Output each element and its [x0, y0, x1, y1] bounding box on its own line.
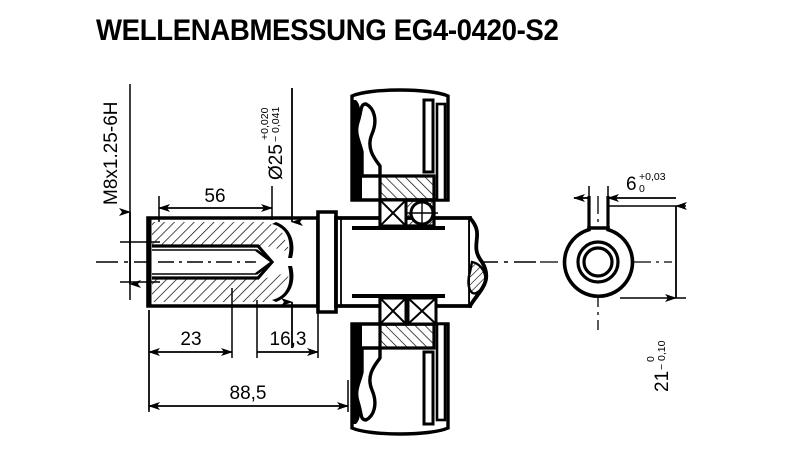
shaft-break-hatch — [467, 260, 487, 295]
bearing-outer-race-top — [378, 174, 436, 202]
dimension-88-5: 88,5 — [148, 310, 349, 412]
dimension-keyway-width-6-upper-tol: +0,03 — [639, 171, 666, 183]
drill-point — [255, 248, 275, 276]
dimension-21-lower-tol: − 0,10 — [656, 340, 668, 370]
dimension-16-3: 16,3 — [256, 300, 319, 358]
end-view-bore-inner — [582, 246, 614, 278]
bearing-cage-cross-top — [379, 199, 407, 227]
dimension-diameter-25: Ø25 +0,020 − 0,041 — [259, 88, 303, 348]
dimension-keyway-width-6: 6 +0,03 0 — [573, 171, 676, 230]
dimension-diameter-25-label: Ø25 — [266, 144, 287, 180]
bearing-cage-cross-bottom — [379, 297, 407, 325]
housing-outer-rim-top — [435, 102, 447, 202]
bearing-ball-cross-bottom — [407, 297, 437, 325]
housing-outer-rim-bottom — [435, 322, 447, 422]
dimension-diameter-25-upper-tol: +0,020 — [259, 107, 271, 140]
bearing-housing-assembly — [350, 88, 450, 436]
dimension-21-upper-tol: 0 — [645, 356, 657, 362]
seal-lip-top — [354, 102, 382, 178]
housing-wall-bottom — [352, 324, 362, 424]
dimension-diameter-25-lower-tol: − 0,041 — [270, 107, 282, 142]
shaft-journal-outline — [316, 210, 338, 314]
shaft-nose-blend-top — [272, 222, 294, 258]
dimension-thread-label: M8x1.25-6H — [101, 102, 122, 206]
dimension-16-3-label: 16,3 — [270, 329, 307, 350]
housing-rib-top — [422, 98, 435, 174]
dimension-21-label: 21 — [652, 371, 673, 392]
dimension-keyway-width-6-lower-tol: 0 — [639, 183, 645, 195]
bearing-outer-race-bottom — [378, 322, 436, 350]
shaft-body-outline — [334, 216, 472, 308]
housing-rib-bottom — [422, 350, 435, 426]
shaft-section-view — [96, 88, 540, 436]
housing-wall-top — [352, 100, 362, 200]
dimension-thread: M8x1.25-6H — [101, 84, 160, 300]
shaft-nose-blend-bottom — [272, 266, 294, 302]
dimension-88-5-label: 88,5 — [230, 383, 267, 404]
dimension-21: 21 0 − 0,10 — [608, 202, 687, 392]
seal-lip-bottom — [354, 346, 382, 422]
dimension-keyway-width-6-label: 6 — [626, 174, 637, 195]
shaft-end-view — [540, 196, 672, 330]
dimension-56: 56 — [158, 186, 273, 222]
dimension-23-label: 23 — [180, 329, 201, 350]
dimension-56-label: 56 — [204, 186, 225, 207]
page-title: WELLENABMESSUNG EG4-0420-S2 — [96, 14, 559, 47]
